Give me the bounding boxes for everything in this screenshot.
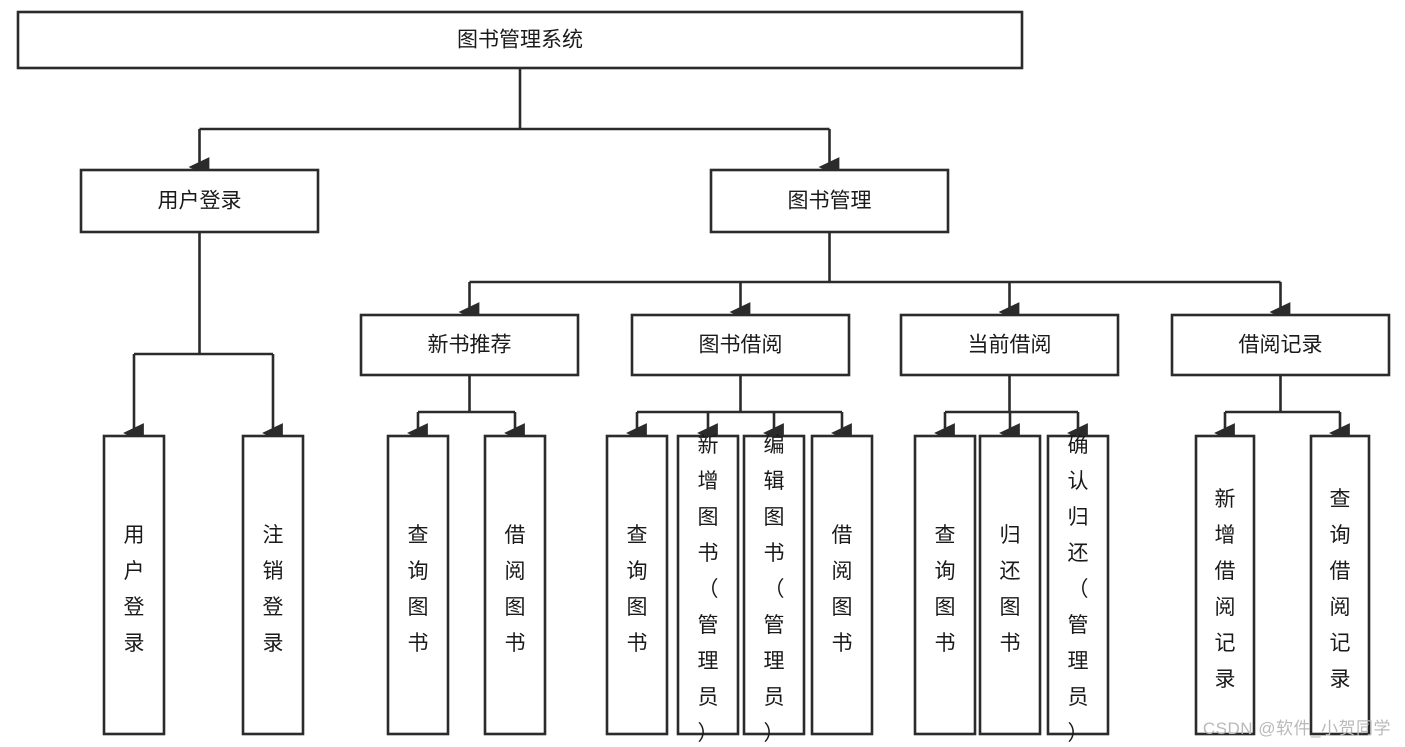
edge-group-bookmgmt bbox=[458, 232, 1291, 322]
node-label: 新增借阅记录 bbox=[1215, 488, 1236, 691]
node-layer: 图书管理系统用户登录图书管理新书推荐图书借阅当前借阅借阅记录用户登录注销登录查询… bbox=[16, 10, 1391, 745]
node-box[interactable] bbox=[709, 168, 950, 234]
node-box[interactable] bbox=[913, 434, 977, 736]
node-label: 查询图书 bbox=[627, 524, 648, 655]
node-box[interactable] bbox=[359, 313, 580, 377]
node-box[interactable] bbox=[1309, 434, 1371, 736]
node-label: 注销登录 bbox=[263, 524, 284, 655]
node-label: 借阅图书 bbox=[505, 524, 526, 655]
node-label: 用户登录 bbox=[158, 190, 242, 213]
node-label: 编辑图书（管理员） bbox=[764, 434, 785, 745]
node-label: 借阅记录 bbox=[1239, 334, 1323, 357]
node-box[interactable] bbox=[810, 434, 874, 736]
node-bookmgmt[interactable]: 图书管理 bbox=[709, 168, 950, 234]
node-box[interactable] bbox=[79, 168, 320, 234]
node-box[interactable] bbox=[978, 434, 1042, 736]
node-box[interactable] bbox=[630, 313, 851, 377]
node-box[interactable] bbox=[605, 434, 669, 736]
watermark-label: CSDN @软件_小贺同学 bbox=[1202, 719, 1391, 738]
node-box[interactable] bbox=[1170, 313, 1391, 377]
edge-layer bbox=[123, 68, 1350, 443]
node-leaf-12[interactable]: 新增借阅记录 bbox=[1194, 434, 1256, 736]
node-leaf-3[interactable]: 查询图书 bbox=[386, 434, 450, 736]
edge-group-current bbox=[934, 375, 1088, 443]
node-records[interactable]: 借阅记录 bbox=[1170, 313, 1391, 377]
edge-group-newbook bbox=[407, 375, 525, 443]
node-label: 确认归还（管理员） bbox=[1068, 434, 1089, 745]
node-leaf-6[interactable]: 新增图书（管理员） bbox=[676, 434, 740, 745]
node-box[interactable] bbox=[676, 434, 740, 736]
edge-group-borrow bbox=[626, 375, 852, 443]
node-label: 用户登录 bbox=[124, 524, 145, 655]
node-label: 新增图书（管理员） bbox=[698, 434, 719, 745]
node-label: 新书推荐 bbox=[428, 334, 512, 357]
node-label: 借阅图书 bbox=[832, 524, 853, 655]
node-box[interactable] bbox=[16, 10, 1024, 70]
node-box[interactable] bbox=[1046, 434, 1110, 736]
node-box[interactable] bbox=[1194, 434, 1256, 736]
node-label: 查询图书 bbox=[935, 524, 956, 655]
node-box[interactable] bbox=[241, 434, 305, 736]
node-leaf-7[interactable]: 编辑图书（管理员） bbox=[742, 434, 806, 745]
node-leaf-1[interactable]: 用户登录 bbox=[102, 434, 166, 736]
node-newbook[interactable]: 新书推荐 bbox=[359, 313, 580, 377]
node-leaf-2[interactable]: 注销登录 bbox=[241, 434, 305, 736]
node-box[interactable] bbox=[742, 434, 806, 736]
node-label: 查询借阅记录 bbox=[1330, 488, 1351, 691]
node-leaf-13[interactable]: 查询借阅记录 bbox=[1309, 434, 1371, 736]
node-leaf-8[interactable]: 借阅图书 bbox=[810, 434, 874, 736]
node-label: 归还图书 bbox=[1000, 524, 1021, 655]
node-leaf-5[interactable]: 查询图书 bbox=[605, 434, 669, 736]
node-label: 图书管理 bbox=[788, 190, 872, 213]
edge-group-root bbox=[188, 68, 840, 177]
node-label: 图书管理系统 bbox=[457, 29, 583, 52]
node-login[interactable]: 用户登录 bbox=[79, 168, 320, 234]
node-leaf-9[interactable]: 查询图书 bbox=[913, 434, 977, 736]
node-label: 图书借阅 bbox=[699, 334, 783, 357]
node-box[interactable] bbox=[899, 313, 1120, 377]
node-leaf-10[interactable]: 归还图书 bbox=[978, 434, 1042, 736]
node-leaf-4[interactable]: 借阅图书 bbox=[483, 434, 547, 736]
node-current[interactable]: 当前借阅 bbox=[899, 313, 1120, 377]
node-box[interactable] bbox=[386, 434, 450, 736]
node-label: 查询图书 bbox=[408, 524, 429, 655]
node-leaf-11[interactable]: 确认归还（管理员） bbox=[1046, 434, 1110, 745]
node-box[interactable] bbox=[483, 434, 547, 736]
node-box[interactable] bbox=[102, 434, 166, 736]
edge-group-login bbox=[123, 232, 283, 443]
node-borrow[interactable]: 图书借阅 bbox=[630, 313, 851, 377]
edge-group-records bbox=[1214, 375, 1350, 443]
node-label: 当前借阅 bbox=[968, 334, 1052, 357]
node-root[interactable]: 图书管理系统 bbox=[16, 10, 1024, 70]
